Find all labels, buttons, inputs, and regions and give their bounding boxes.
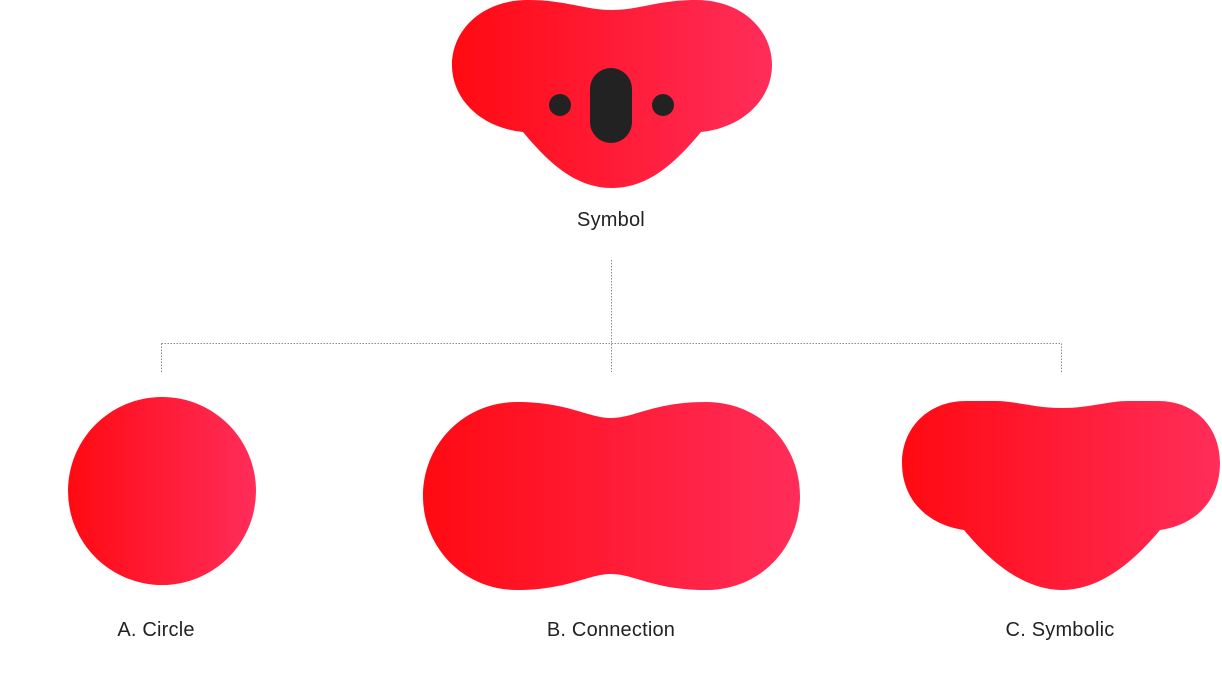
koala-nose	[590, 68, 632, 143]
connection-shape	[423, 402, 800, 590]
symbolic-shape	[902, 401, 1220, 590]
connection-shape-icon	[423, 402, 800, 590]
child-label-circle: A. Circle	[117, 619, 195, 641]
circle-shape	[68, 397, 256, 585]
child-label-symbolic: C. Symbolic	[1005, 619, 1115, 641]
koala-right-eye	[652, 94, 674, 116]
child-label-connection: B. Connection	[546, 619, 676, 641]
connector-lines	[161, 260, 1062, 372]
circle-shape-icon	[68, 397, 256, 585]
symbolic-shape-icon	[902, 401, 1220, 590]
koala-left-eye	[549, 94, 571, 116]
root-label: Symbol	[577, 209, 645, 231]
koala-face-icon	[452, 0, 772, 188]
